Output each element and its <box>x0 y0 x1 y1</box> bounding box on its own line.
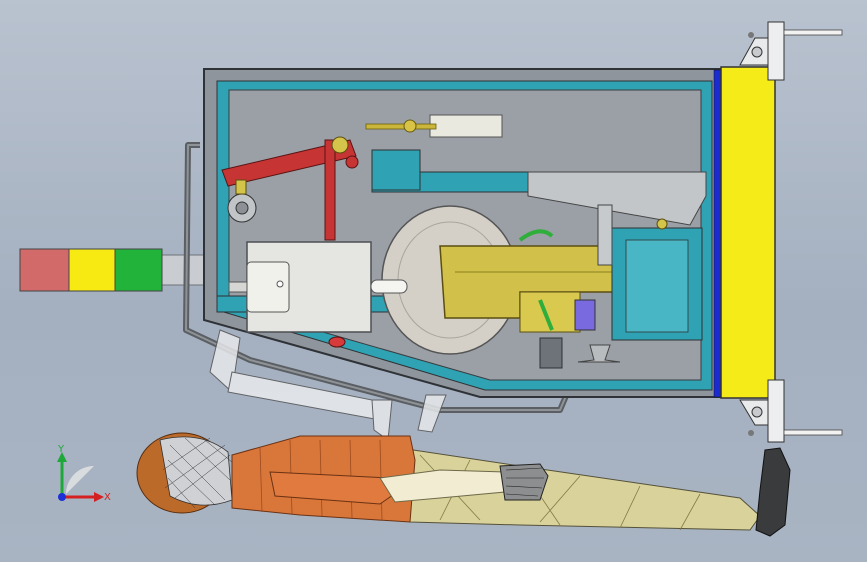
roller-assembly <box>227 179 257 223</box>
signal-tower <box>19 248 209 292</box>
z-axis-dot <box>58 493 66 501</box>
yellow-mounting-plate[interactable] <box>720 66 776 399</box>
gray-wedge-bracket <box>527 171 707 226</box>
blue-stripe <box>713 69 722 398</box>
top-mount-bracket[interactable] <box>739 21 843 81</box>
signal-tower-yellow-lamp <box>68 248 117 292</box>
operator-mannequin[interactable] <box>136 432 791 537</box>
red-lever-arm[interactable] <box>221 136 359 241</box>
mannequin-legs <box>399 447 761 531</box>
mannequin-arm <box>269 471 401 505</box>
valve-block <box>539 337 563 369</box>
leveling-foot <box>577 344 621 363</box>
pneumatic-actuator[interactable] <box>365 114 503 138</box>
coordinate-triad: Y X <box>57 444 111 503</box>
guide-rail-support <box>371 149 421 191</box>
green-cable <box>518 229 554 242</box>
y-axis-label: Y <box>57 444 65 455</box>
teal-motor-block <box>597 204 703 341</box>
signal-tower-red-lamp <box>19 248 71 292</box>
bottom-mount-bracket[interactable] <box>739 379 843 443</box>
mannequin-hand <box>499 463 549 501</box>
control-box[interactable] <box>228 241 408 348</box>
mannequin-shoe <box>755 447 791 537</box>
signal-tower-green-lamp <box>114 248 163 292</box>
x-axis-label: X <box>104 492 111 503</box>
